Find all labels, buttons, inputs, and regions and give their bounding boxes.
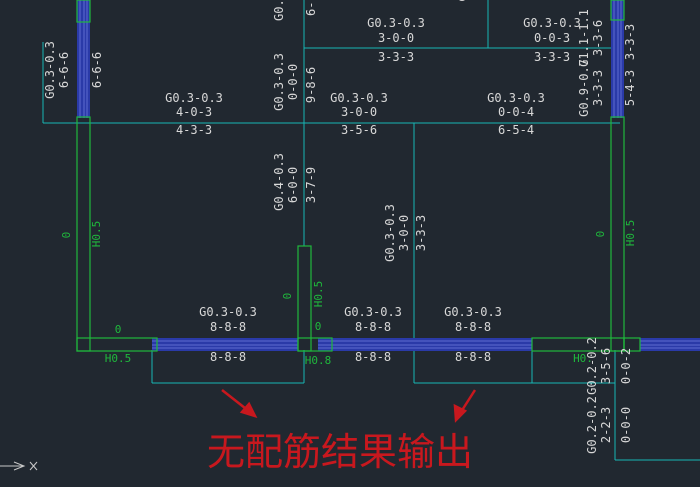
beam-label-6-top: G0.3-0.3 bbox=[199, 305, 257, 319]
vlabel-14: 3-3-3 bbox=[591, 70, 605, 106]
beam-label-6-mid: 8-8-8 bbox=[210, 320, 246, 334]
vlabel-16: 3-3-6 bbox=[591, 20, 605, 56]
vlabel-1: G0.3-0.3 bbox=[43, 41, 57, 99]
beam-label-1-mid: 4-0-3 bbox=[176, 105, 212, 119]
vlabel-5: 0-0-0 bbox=[286, 64, 300, 100]
beam-label-1-top: G0.3-0.3 bbox=[165, 91, 223, 105]
vlabel-10: G0.3-0.3 bbox=[383, 204, 397, 262]
beam-label-3-bottom: 6-5-4 bbox=[498, 123, 534, 137]
vlabel-8: 6-0-0 bbox=[286, 167, 300, 203]
beam-label-5-mid: 0-0-3 bbox=[534, 31, 570, 45]
red-arrow-icon bbox=[221, 389, 477, 423]
wall-label-10: H0.5 bbox=[624, 220, 637, 247]
vlabel-6: 9-8-6 bbox=[304, 67, 318, 103]
ucs-icon[interactable] bbox=[0, 461, 38, 471]
wall-label-6: H0.5 bbox=[312, 281, 325, 308]
wall-outlines bbox=[76, 0, 641, 352]
vlabel-26: 6- bbox=[304, 2, 318, 16]
wall-label-4: H0.5 bbox=[105, 352, 132, 365]
vlabel-4: G0.3-0.3 bbox=[272, 53, 286, 111]
no-rebar-result-message: 无配筋结果输出 bbox=[207, 430, 473, 474]
wall-label-9: 0 bbox=[594, 231, 607, 238]
vlabel-17: 5-4-3 bbox=[623, 70, 637, 106]
vlabel-24: 0-0-0 bbox=[619, 407, 633, 443]
wall-label-8: H0.8 bbox=[305, 354, 332, 367]
beam-label-7-top: G0.3-0.3 bbox=[344, 305, 402, 319]
vlabel-19: G0.2-0.2 bbox=[585, 337, 599, 395]
wall-label-3: 0 bbox=[115, 323, 122, 336]
vlabel-9: 3-7-9 bbox=[304, 167, 318, 203]
beam-label-2-top: G0.3-0.3 bbox=[330, 91, 388, 105]
beam-label-1-bottom: 4-3-3 bbox=[176, 123, 212, 137]
beam-label-3-top: G0.3-0.3 bbox=[487, 91, 545, 105]
beam-label-4-mid: 3-0-0 bbox=[378, 31, 414, 45]
vlabel-12: 3-3-3 bbox=[414, 215, 428, 251]
vlabel-22: G0.2-0.2 bbox=[585, 396, 599, 454]
beam-label-5-bottom: 3-3-3 bbox=[534, 50, 570, 64]
vlabel-25: G0.3 bbox=[272, 0, 286, 21]
vlabel-21: 0-0-2 bbox=[619, 348, 633, 384]
beam-label-8-bottom: 8-8-8 bbox=[455, 350, 491, 364]
wall-label-11: H0. bbox=[573, 352, 593, 365]
wall-label-2: H0.5 bbox=[90, 221, 103, 248]
vertical-labels: G0.3-0.3 6-6-6 6-6-6 G0.3-0.3 0-0-0 9-8-… bbox=[43, 0, 637, 454]
wall-label-5: 0 bbox=[281, 293, 294, 300]
vlabel-20: 3-5-6 bbox=[599, 348, 613, 384]
wall-label-1: 0 bbox=[60, 232, 73, 239]
beam-label-3-mid: 0-0-4 bbox=[498, 105, 534, 119]
wall-label-7: 0 bbox=[315, 320, 322, 333]
vlabel-11: 3-0-0 bbox=[397, 215, 411, 251]
vlabel-13: G0.9-0.7 bbox=[577, 59, 591, 117]
beam-label-7-mid: 8-8-8 bbox=[355, 320, 391, 334]
beam-outlines bbox=[42, 0, 700, 461]
vlabel-7: G0.4-0.3 bbox=[272, 153, 286, 211]
beam-label-8-mid: 8-8-8 bbox=[455, 320, 491, 334]
beam-label-4-bottom: 3-3-3 bbox=[378, 50, 414, 64]
beam-label-4-top: G0.3-0.3 bbox=[367, 16, 425, 30]
node-marker bbox=[459, 0, 465, 1]
wall-annotations: 0 H0.5 0 H0.5 0 H0.5 0 H0.8 0 H0.5 H0. bbox=[60, 220, 637, 367]
vlabel-3: 6-6-6 bbox=[90, 52, 104, 88]
beam-label-2-mid: 3-0-0 bbox=[341, 105, 377, 119]
vlabel-23: 2-2-3 bbox=[599, 407, 613, 443]
vlabel-18: 3-3-3 bbox=[623, 24, 637, 60]
beam-labels: G0.3-0.3 4-0-3 4-3-3 G0.3-0.3 3-0-0 3-5-… bbox=[165, 16, 581, 364]
beam-label-2-bottom: 3-5-6 bbox=[341, 123, 377, 137]
vlabel-2: 6-6-6 bbox=[57, 52, 71, 88]
beam-label-5-top: G0.3-0.3 bbox=[523, 16, 581, 30]
beam-label-6-bottom: 8-8-8 bbox=[210, 350, 246, 364]
vlabel-15: G1.1-1.1 bbox=[577, 9, 591, 67]
rebar-bands bbox=[77, 0, 700, 351]
beam-label-7-bottom: 8-8-8 bbox=[355, 350, 391, 364]
beam-label-8-top: G0.3-0.3 bbox=[444, 305, 502, 319]
